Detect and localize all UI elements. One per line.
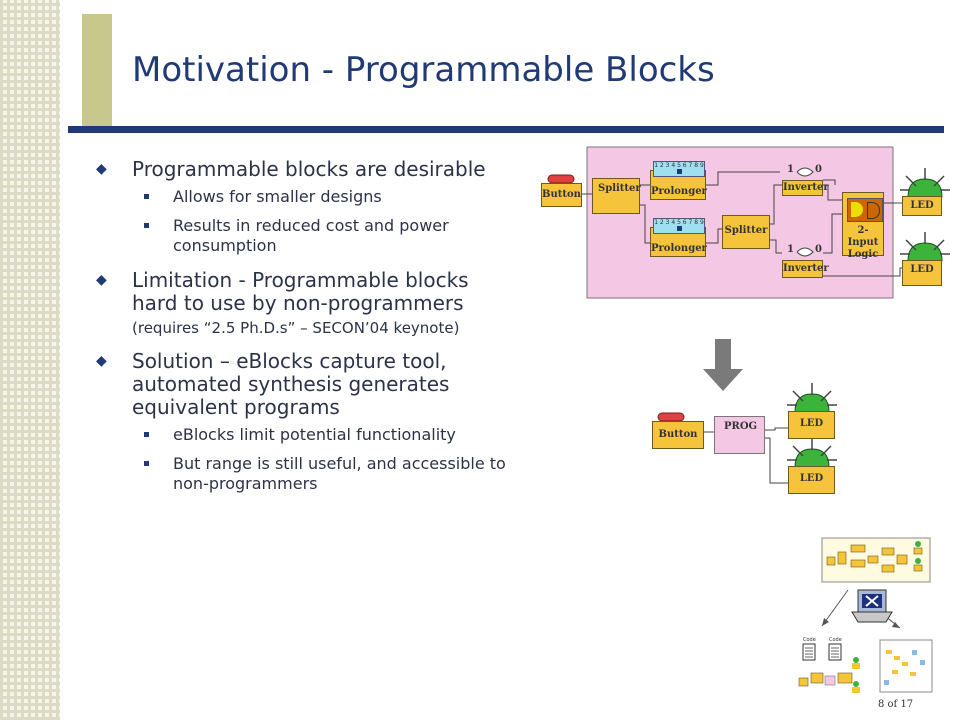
logic-gates-icon	[847, 198, 883, 222]
led-block: LED	[788, 466, 835, 494]
inverter-label: Inverter	[783, 182, 829, 193]
bullet-text: Limitation - Programmable blocks hard to…	[132, 268, 469, 315]
led-label: LED	[910, 264, 934, 275]
led-label: LED	[910, 200, 934, 211]
slide-title: Motivation - Programmable Blocks	[132, 50, 715, 90]
page-number: 8 of 17	[878, 699, 914, 710]
splitter-block: Splitter	[592, 178, 641, 214]
led-block: LED	[902, 196, 942, 216]
prog-block: PROG	[714, 416, 765, 454]
splitter-label: Splitter	[598, 183, 641, 194]
prolonger-dial: 1 2 3 4 5 6 7 8 9	[653, 218, 705, 234]
sub-bullet-text: Results in reduced cost and power consum…	[173, 216, 449, 255]
splitter-block: Splitter	[722, 215, 770, 249]
bullet-list: ◆ Programmable blocks are desirable Allo…	[96, 158, 506, 503]
led-block: LED	[902, 260, 942, 286]
code-label: Code	[803, 637, 816, 643]
led-label: LED	[799, 473, 824, 484]
prolonger-block: 1 2 3 4 5 6 7 8 9 Prolonger	[650, 218, 707, 257]
bullet-item: ◆ Solution – eBlocks capture tool, autom…	[96, 350, 506, 419]
led-block: LED	[788, 411, 835, 439]
down-arrow-icon	[703, 339, 743, 391]
prolonger-label: Prolonger	[651, 243, 707, 254]
prolonger-label: Prolonger	[651, 186, 707, 197]
diamond-bullet-icon: ◆	[96, 161, 107, 177]
code-label: Code	[829, 637, 842, 643]
title-accent-bar	[82, 14, 112, 132]
title-rule	[68, 126, 944, 133]
prog-label: PROG	[724, 421, 758, 432]
button-block-label: Button	[658, 429, 698, 440]
prolonger-scale: 1 2 3 4 5 6 7 8 9	[654, 219, 704, 226]
inverter-block: Inverter	[782, 180, 829, 196]
sub-bullet-item: But range is still useful, and accessibl…	[96, 454, 506, 494]
inverter-symbol-icon	[796, 167, 814, 177]
sub-bullet-text: Allows for smaller designs	[173, 187, 382, 206]
bullet-note: (requires “2.5 Ph.D.s” – SECON’04 keynot…	[132, 319, 460, 337]
sub-bullet-item: Results in reduced cost and power consum…	[96, 216, 506, 256]
document-icon	[828, 643, 842, 661]
bullet-item: ◆ Programmable blocks are desirable	[96, 158, 506, 181]
button-cap-icon	[657, 412, 685, 422]
button-block: Button	[541, 183, 582, 207]
led-top-icon	[900, 168, 950, 198]
sub-bullet-text: But range is still useful, and accessibl…	[173, 454, 506, 493]
inverter-label: Inverter	[783, 263, 829, 274]
bullet-text: Solution – eBlocks capture tool, automat…	[132, 349, 450, 419]
inverter-one-label: 1	[787, 164, 794, 175]
led-top-icon	[787, 383, 837, 413]
square-bullet-icon	[144, 461, 149, 466]
led-label: LED	[799, 418, 824, 429]
inverter-zero-label: 0	[815, 244, 822, 255]
checker-pattern	[0, 0, 60, 720]
diamond-bullet-icon: ◆	[96, 272, 107, 288]
inverter-block: Inverter	[782, 260, 829, 278]
logic-label-line1: 2-Input	[847, 225, 879, 248]
diamond-bullet-icon: ◆	[96, 353, 107, 369]
sub-bullet-item: Allows for smaller designs	[96, 187, 506, 207]
sub-bullet-text: eBlocks limit potential functionality	[173, 425, 456, 444]
led-bottom-icon	[900, 232, 950, 262]
sub-bullet-item: eBlocks limit potential functionality	[96, 425, 506, 445]
square-bullet-icon	[144, 223, 149, 228]
splitter-label: Splitter	[724, 225, 768, 236]
led-bottom-icon	[787, 438, 837, 468]
button-block: Button	[652, 421, 704, 449]
logic-label-line2: Logic	[847, 249, 879, 260]
square-bullet-icon	[144, 432, 149, 437]
button-block-label: Button	[542, 189, 581, 200]
workflow-thumbnail: Code Code	[798, 537, 933, 693]
computer-icon	[851, 589, 893, 623]
prolonger-scale: 1 2 3 4 5 6 7 8 9	[654, 162, 704, 169]
inverter-symbol-icon	[796, 247, 814, 257]
bullet-item: ◆ Limitation - Programmable blocks hard …	[96, 269, 506, 340]
inverter-zero-label: 0	[815, 164, 822, 175]
logic-block: 2-Input Logic	[842, 192, 884, 260]
prolonger-block: 1 2 3 4 5 6 7 8 9 Prolonger	[650, 161, 707, 200]
bullet-text: Programmable blocks are desirable	[132, 157, 486, 181]
button-cap-icon	[547, 174, 575, 184]
inverter-one-label: 1	[787, 244, 794, 255]
prolonger-dial: 1 2 3 4 5 6 7 8 9	[653, 161, 705, 177]
document-icon	[802, 643, 816, 661]
square-bullet-icon	[144, 194, 149, 199]
